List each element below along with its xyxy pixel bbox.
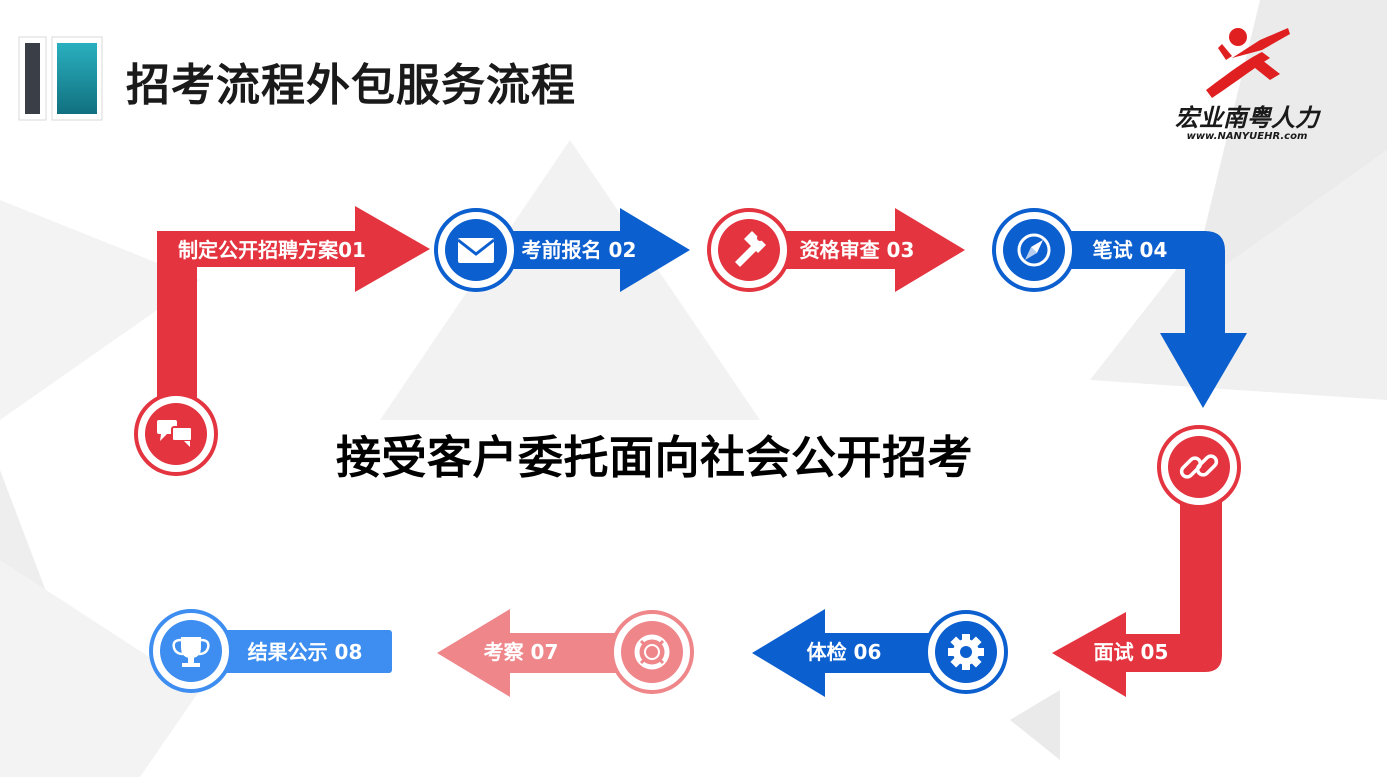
compass-icon — [1017, 233, 1051, 267]
step-03-label: 资格审查 03 — [800, 238, 915, 262]
step-07: 考察 07 — [437, 609, 694, 697]
brand-logo-icon — [1206, 28, 1290, 98]
step-02-label: 考前报名 02 — [522, 238, 637, 262]
flashlight-icon — [735, 231, 766, 267]
step-01: 制定公开招聘方案01 — [134, 206, 430, 476]
page-title: 招考流程外包服务流程 — [126, 60, 576, 111]
trophy-icon — [172, 637, 210, 667]
step-01-label: 制定公开招聘方案01 — [178, 238, 366, 262]
step-06: 体检 06 — [752, 609, 1008, 697]
step-07-label: 考察 07 — [484, 640, 559, 664]
step-04-label: 笔试 04 — [1093, 238, 1168, 262]
step-08: 结果公示 08 — [149, 609, 392, 693]
step-08-label: 结果公示 08 — [248, 640, 363, 664]
envelope-icon — [457, 238, 495, 263]
step-06-label: 体检 06 — [807, 640, 882, 664]
link-icon — [1179, 454, 1219, 479]
brand-url: www.NANYUEHR.com — [1186, 131, 1308, 142]
step-03: 资格审查 03 — [707, 208, 965, 292]
lifebuoy-icon — [634, 634, 670, 670]
step-05: 面试 05 — [1052, 425, 1241, 697]
step-05-label: 面试 05 — [1094, 640, 1169, 664]
step-04: 笔试 04 — [992, 208, 1247, 408]
brand-name: 宏业南粤人力 — [1175, 104, 1319, 132]
gear-icon — [948, 634, 984, 670]
step-02: 考前报名 02 — [434, 208, 690, 292]
title-decoration — [18, 36, 103, 121]
chat-bubbles-icon — [157, 420, 193, 447]
center-statement: 接受客户委托面向社会公开招考 — [336, 431, 974, 484]
